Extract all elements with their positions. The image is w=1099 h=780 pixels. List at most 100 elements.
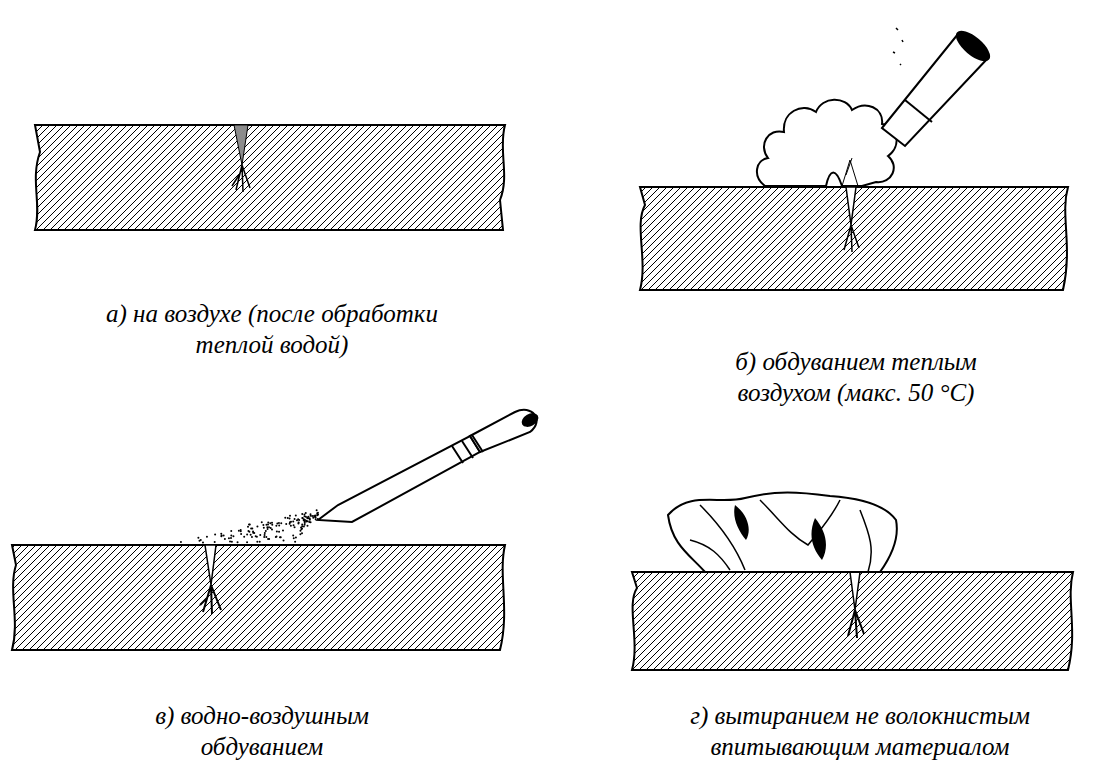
cloth-folds — [690, 500, 871, 572]
spray-dot — [263, 536, 265, 538]
spray-dot — [314, 516, 316, 518]
spray-dot — [294, 518, 296, 520]
spray-dot — [301, 527, 303, 529]
spray-dot — [249, 523, 251, 525]
spray-dot — [202, 541, 204, 543]
crack-branches — [200, 585, 221, 614]
spray-dot — [253, 532, 255, 534]
spray-dot — [309, 519, 311, 521]
crack — [234, 125, 248, 165]
spray-dot — [287, 517, 289, 519]
spray-dot — [230, 537, 232, 539]
spray-dot — [220, 533, 222, 535]
spray-dot — [276, 536, 278, 538]
spray-dot — [284, 517, 286, 519]
spray-dot — [300, 528, 302, 530]
spray-dot — [180, 541, 182, 543]
spray-dot — [294, 541, 296, 543]
spray-dot — [269, 522, 271, 524]
spray-dot — [267, 522, 269, 524]
spray-dot — [304, 524, 306, 526]
spray-dot — [295, 515, 297, 517]
spray-dot — [275, 525, 277, 527]
spray-dot — [264, 534, 266, 536]
spray-mist — [180, 509, 319, 543]
spray-dot — [231, 541, 233, 543]
spray-dot — [276, 531, 278, 533]
crack-branches — [232, 165, 250, 192]
spray-dot — [270, 527, 272, 529]
spray-dot — [278, 531, 280, 533]
spray-dot — [237, 541, 239, 543]
spray-dot — [316, 514, 318, 516]
spray-dot — [289, 517, 291, 519]
spray-dot — [289, 523, 291, 525]
gun-cap — [519, 410, 541, 429]
spray-dot — [206, 536, 208, 538]
nozzle-mouth — [951, 26, 995, 67]
spray-dot — [265, 536, 267, 538]
spray-dot — [252, 530, 254, 532]
spray-dot — [250, 534, 252, 536]
air-cloud — [757, 100, 897, 186]
spray-dot — [289, 521, 291, 523]
spray-dot — [301, 513, 303, 515]
spray-dot — [232, 535, 234, 537]
spray-dot — [289, 515, 291, 517]
spray-dot — [317, 518, 319, 520]
spray-dot — [197, 537, 199, 539]
spray-dot — [267, 524, 269, 526]
spray-dot — [228, 537, 230, 539]
spray-dot — [248, 523, 250, 525]
spray-dot — [295, 537, 297, 539]
spray-dot — [303, 519, 305, 521]
gun-band — [452, 435, 483, 463]
crack — [205, 545, 216, 585]
spray-dot — [243, 536, 245, 538]
dust — [893, 28, 903, 65]
spray-dot — [229, 540, 231, 542]
crack-branches — [848, 610, 864, 638]
spray-dot — [303, 513, 305, 515]
spray-dot — [280, 522, 282, 524]
spray-dot — [259, 541, 261, 543]
spray-dot — [247, 526, 249, 528]
spray-dot — [298, 522, 300, 524]
caption: а) на воздухе (после обработки теплой во… — [72, 298, 472, 361]
spray-dot — [230, 530, 232, 532]
crack — [846, 187, 856, 225]
spray-dot — [293, 537, 295, 539]
nozzle-ring — [905, 100, 932, 122]
spray-dot — [303, 519, 305, 521]
spray-dot — [271, 522, 273, 524]
spray-dot — [267, 538, 269, 540]
spray-dot — [240, 533, 242, 535]
spray-dot — [292, 535, 294, 537]
spray-dot — [275, 536, 277, 538]
spray-dot — [247, 530, 249, 532]
spray-dot — [200, 539, 202, 541]
spray-dot — [317, 514, 319, 516]
spray-dot — [317, 512, 319, 514]
spray-dot — [264, 532, 266, 534]
spray-dot — [256, 541, 258, 543]
spray-dot — [303, 525, 305, 527]
spray-dot — [250, 527, 252, 529]
spray-dot — [265, 530, 267, 532]
spray-dot — [305, 520, 307, 522]
spray-dot — [302, 517, 304, 519]
spray-dot — [282, 529, 284, 531]
spray-dot — [278, 524, 280, 526]
spray-dot — [240, 530, 242, 532]
spray-dot — [279, 536, 281, 538]
spray-dot — [305, 520, 307, 522]
crack — [850, 572, 860, 610]
spray-dot — [301, 525, 303, 527]
spray-dot — [292, 521, 294, 523]
caption: г) вытиранием не волокнистым впитывающим… — [660, 700, 1060, 763]
spray-dot — [220, 535, 222, 537]
spray-dot — [314, 516, 316, 518]
spray-dot — [256, 526, 258, 528]
plate — [35, 125, 505, 230]
